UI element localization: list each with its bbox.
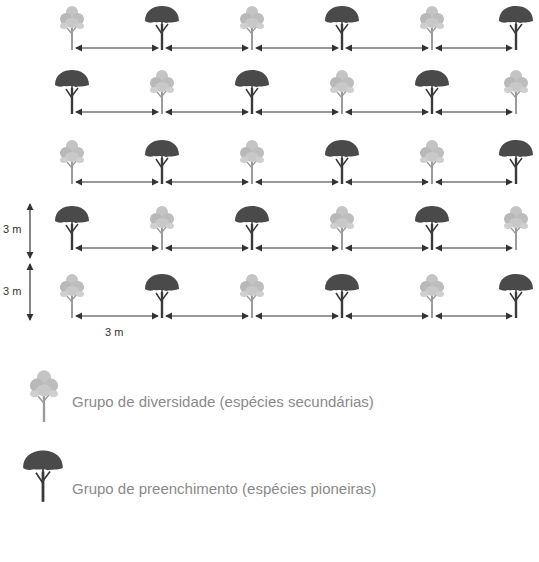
legend-text: Grupo de diversidade (espécies secundári… [72,393,374,411]
dimension-label: 3 m [104,326,124,339]
legend-text: Grupo de preenchimento (espécies pioneir… [72,480,376,498]
pioneer-tree-icon [23,451,63,502]
secondary-tree-icon [30,370,58,422]
dimension-label: 3 m [2,285,22,298]
dimension-label: 3 m [2,223,22,236]
